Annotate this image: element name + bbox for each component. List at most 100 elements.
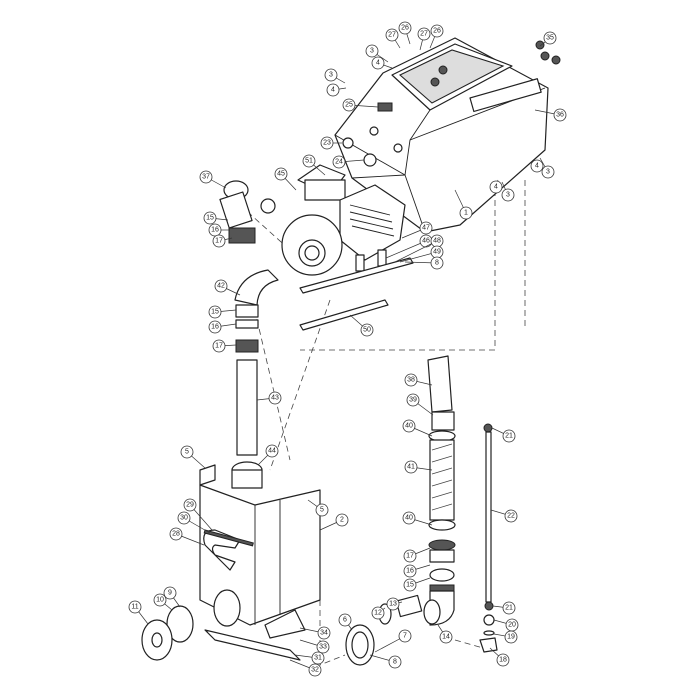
callout-circle: [402, 419, 416, 433]
callout-number: 20: [508, 622, 516, 629]
callout-number: 17: [215, 238, 223, 245]
callout-58: 40: [402, 511, 433, 526]
callout-circle: [212, 234, 226, 248]
callout-7: 3: [324, 68, 346, 84]
callout-35: 44: [257, 444, 279, 466]
callout-circle: [403, 549, 417, 563]
callout-circle: [153, 593, 167, 607]
callout-number: 39: [409, 397, 417, 404]
callout-31: 15: [208, 305, 237, 319]
callout-49: 6: [338, 613, 353, 631]
callout-number: 4: [494, 184, 498, 191]
callout-circle: [208, 305, 222, 319]
callout-number: 26: [433, 28, 441, 35]
callout-number: 3: [506, 192, 510, 199]
callout-circle: [459, 206, 473, 220]
callout-circle: [316, 640, 330, 654]
callout-circle: [208, 320, 222, 334]
callout-number: 23: [323, 140, 331, 147]
callout-51: 13: [386, 597, 403, 611]
callout-20: 45: [274, 167, 297, 191]
callout-number: 17: [215, 343, 223, 350]
callout-32: 16: [208, 320, 237, 334]
callout-66: 19: [493, 630, 518, 644]
callout-61: 15: [403, 577, 431, 592]
callout-39: 29: [183, 498, 213, 531]
upper-elbow: [219, 180, 256, 244]
callout-circle: [430, 256, 444, 270]
callout-circle: [360, 323, 374, 337]
callout-number: 34: [320, 630, 328, 637]
callout-circle: [404, 373, 418, 387]
callout-number: 33: [319, 644, 327, 651]
callout-circle: [419, 221, 433, 235]
callout-number: 15: [211, 309, 219, 316]
callout-circle: [365, 44, 379, 58]
callout-number: 26: [401, 25, 409, 32]
callout-circle: [402, 511, 416, 525]
callout-number: 3: [370, 48, 374, 55]
callout-circle: [496, 653, 510, 667]
callout-number: 48: [433, 238, 441, 245]
callout-circle: [530, 159, 544, 173]
callout-circle: [335, 513, 349, 527]
callout-number: 28: [172, 531, 180, 538]
callout-circle: [338, 613, 352, 627]
callout-circle: [371, 606, 385, 620]
callout-number: 21: [505, 433, 513, 440]
callout-number: 44: [268, 448, 276, 455]
callout-number: 51: [305, 158, 313, 165]
callout-circle: [398, 629, 412, 643]
callout-number: 8: [393, 659, 397, 666]
callout-52: 7: [374, 629, 412, 653]
callout-circle: [324, 68, 338, 82]
callout-9: 25: [342, 98, 379, 112]
callout-number: 30: [180, 515, 188, 522]
callout-circle: [403, 564, 417, 578]
callout-circle: [430, 24, 444, 38]
callout-number: 22: [507, 513, 515, 520]
callout-36: 5: [180, 445, 206, 469]
callout-circle: [265, 444, 279, 458]
callout-8: 4: [326, 83, 347, 97]
callout-number: 29: [186, 502, 194, 509]
callout-60: 16: [403, 564, 431, 578]
callout-circle: [504, 509, 518, 523]
callout-circle: [388, 655, 402, 669]
pump-motor: [260, 164, 414, 331]
callout-34: 43: [256, 391, 282, 405]
callout-circle: [208, 223, 222, 237]
callout-number: 35: [546, 35, 554, 42]
callout-number: 7: [403, 633, 407, 640]
callout-circle: [315, 503, 329, 517]
callout-13: 4: [530, 159, 544, 173]
callout-number: 38: [407, 377, 415, 384]
callout-number: 40: [405, 515, 413, 522]
callout-number: 3: [329, 72, 333, 79]
callout-67: 18: [489, 647, 510, 667]
callout-circle: [199, 170, 213, 184]
callout-number: 8: [435, 260, 439, 267]
callout-number: 47: [422, 225, 430, 232]
callout-circle: [501, 188, 515, 202]
callout-number: 5: [185, 449, 189, 456]
callout-33: 17: [212, 339, 237, 353]
callout-number: 4: [376, 60, 380, 67]
callout-number: 17: [406, 553, 414, 560]
callout-number: 2: [340, 517, 344, 524]
callout-circle: [320, 136, 334, 150]
callout-11: 23: [320, 136, 342, 150]
callout-circle: [212, 339, 226, 353]
callout-circle: [342, 98, 356, 112]
callout-number: 13: [389, 601, 397, 608]
callout-number: 3: [546, 169, 550, 176]
callout-22: 16: [208, 223, 230, 237]
callout-42: 9: [163, 586, 181, 608]
callout-18: 51: [302, 154, 326, 176]
callout-number: 21: [505, 605, 513, 612]
callout-number: 46: [422, 238, 430, 245]
callout-circle: [183, 498, 197, 512]
callout-number: 49: [433, 249, 441, 256]
callout-circle: [371, 56, 385, 70]
